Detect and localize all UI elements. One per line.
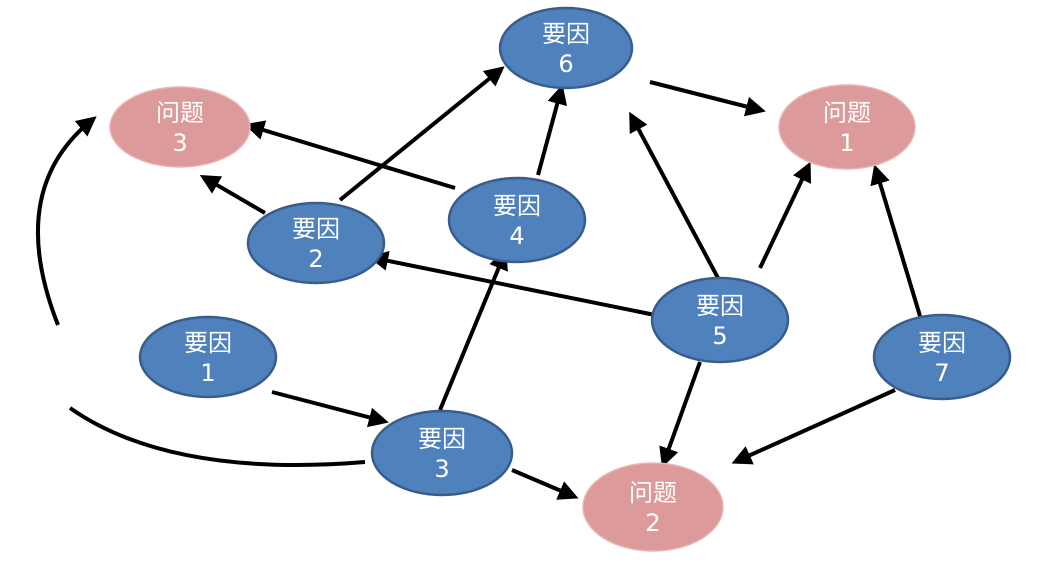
node-number: 2 bbox=[645, 509, 660, 537]
node-shape bbox=[872, 313, 1012, 401]
factor-node-1: 要因1 bbox=[138, 315, 278, 399]
node-number: 5 bbox=[712, 322, 727, 350]
node-shape bbox=[109, 86, 251, 168]
node-title: 要因 bbox=[292, 215, 340, 243]
arrow-f2-to-p3 bbox=[199, 174, 267, 215]
arrow-f3-to-f4 bbox=[438, 249, 508, 411]
arrow-f5-to-p1 bbox=[758, 161, 812, 269]
node-shape bbox=[138, 315, 278, 399]
edge-f3-p3-curved bbox=[35, 116, 366, 467]
node-number: 2 bbox=[308, 245, 323, 273]
factor-node-6: 要因6 bbox=[498, 6, 634, 90]
curve-arrow-upper bbox=[35, 116, 97, 326]
factor-node-7: 要因7 bbox=[872, 313, 1012, 401]
arrow-f3-to-p2 bbox=[511, 468, 579, 500]
node-title: 要因 bbox=[918, 329, 966, 357]
node-shape bbox=[246, 201, 386, 285]
arrow-f5-to-f2 bbox=[368, 250, 656, 317]
problem-node-3: 问题3 bbox=[109, 86, 251, 168]
node-shape bbox=[778, 84, 916, 170]
arrow-f4-to-p3 bbox=[244, 120, 456, 190]
node-shape bbox=[650, 276, 790, 364]
arrow-f2-to-f6 bbox=[338, 66, 505, 202]
arrow-f4-to-f6 bbox=[536, 84, 567, 176]
node-number: 6 bbox=[558, 50, 573, 78]
problem-node-2: 问题2 bbox=[582, 462, 724, 552]
node-title: 要因 bbox=[542, 20, 590, 48]
arrow-f1-to-f3 bbox=[271, 390, 389, 428]
factor-node-2: 要因2 bbox=[246, 201, 386, 285]
node-title: 要因 bbox=[493, 192, 541, 220]
arrow-f7-to-p1 bbox=[870, 164, 922, 317]
node-title: 问题 bbox=[156, 99, 204, 127]
arrow-f5-to-p2 bbox=[659, 361, 702, 468]
problem-node-1: 问题1 bbox=[778, 84, 916, 170]
arrow-f6-to-p1 bbox=[649, 80, 766, 117]
node-number: 3 bbox=[172, 129, 187, 157]
node-number: 1 bbox=[839, 129, 854, 157]
node-title: 要因 bbox=[418, 425, 466, 453]
factor-node-3: 要因3 bbox=[370, 409, 514, 497]
edges bbox=[199, 66, 922, 500]
node-shape bbox=[447, 176, 587, 264]
curve-arrow-lower bbox=[68, 406, 366, 467]
node-shape bbox=[498, 6, 634, 90]
node-number: 4 bbox=[509, 222, 524, 250]
node-title: 要因 bbox=[184, 329, 232, 357]
node-number: 1 bbox=[200, 359, 215, 387]
node-number: 3 bbox=[434, 455, 449, 483]
arrow-f7-to-p2 bbox=[731, 388, 896, 465]
node-title: 问题 bbox=[823, 99, 871, 127]
node-title: 要因 bbox=[696, 292, 744, 320]
factor-node-5: 要因5 bbox=[650, 276, 790, 364]
node-title: 问题 bbox=[629, 479, 677, 507]
arrow-f5-to-f6 bbox=[629, 111, 720, 279]
factor-node-4: 要因4 bbox=[447, 176, 587, 264]
node-shape bbox=[582, 462, 724, 552]
node-shape bbox=[370, 409, 514, 497]
node-number: 7 bbox=[934, 359, 949, 387]
